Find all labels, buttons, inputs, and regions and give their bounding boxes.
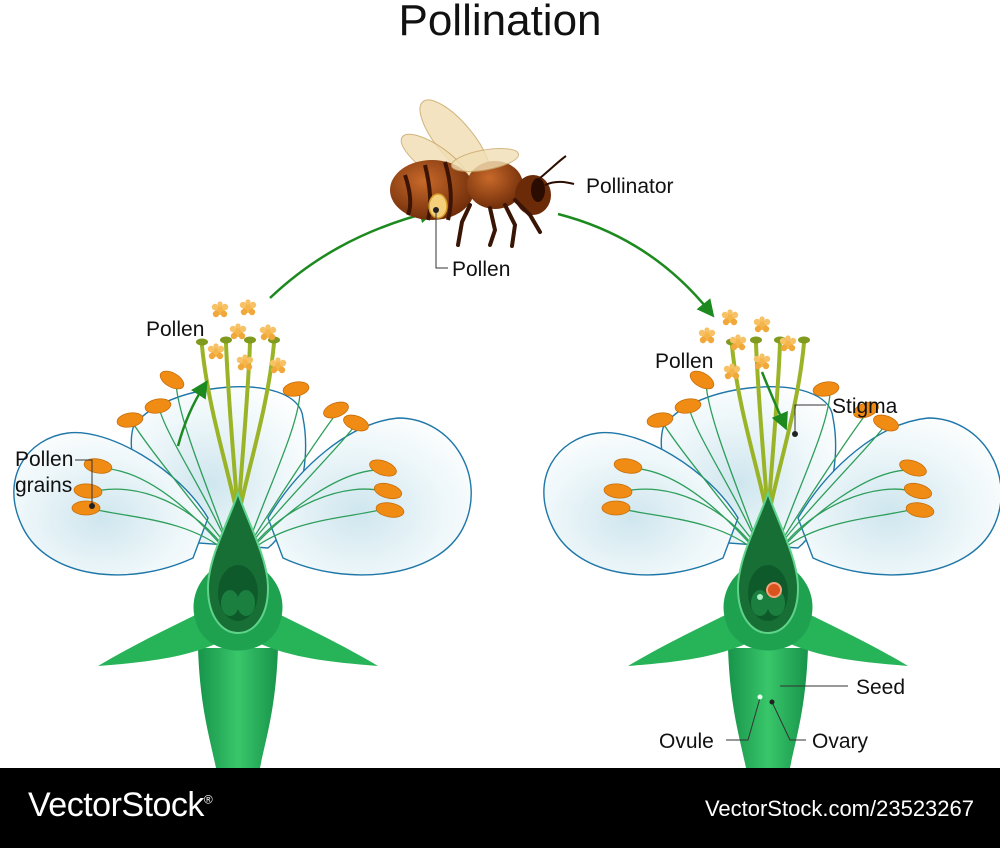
bee-icon — [390, 99, 575, 248]
arrow-icon — [176, 206, 788, 447]
pollen-bee-label: Pollen — [452, 258, 511, 281]
left-flower — [11, 334, 474, 770]
ovary-label: Ovary — [812, 730, 869, 753]
ovule-marker — [757, 694, 763, 700]
brand-name: VectorStock — [28, 786, 204, 824]
stigma-marker — [792, 431, 798, 437]
brand-logo: VectorStock® — [28, 786, 213, 825]
pollen-grains-marker — [89, 503, 95, 509]
pollen-cluster-left — [207, 299, 287, 374]
ovule-label: Ovule — [659, 730, 714, 753]
seed-icon — [766, 582, 782, 598]
right-flower — [541, 334, 1000, 770]
pollen-grains-label-line1: Pollen — [15, 448, 74, 471]
ovule-icon — [757, 594, 763, 600]
pollinator-label: Pollinator — [586, 175, 674, 198]
brand-reg-mark: ® — [203, 792, 213, 807]
pollen-right-label: Pollen — [655, 350, 714, 373]
pollen-grains-label-line2: grains — [15, 474, 73, 497]
leader-lines — [75, 210, 848, 741]
page-title: Pollination — [398, 0, 602, 45]
stigma-label: Stigma — [832, 395, 898, 418]
watermark-footer: VectorStock® VectorStock.com/23523267 — [0, 768, 1000, 848]
pollen-bee-marker — [433, 207, 439, 213]
pollen-left-label: Pollen — [146, 318, 205, 341]
watermark-url: VectorStock.com/23523267 — [704, 796, 974, 821]
ovary-marker — [769, 699, 775, 705]
seed-label: Seed — [856, 676, 906, 699]
